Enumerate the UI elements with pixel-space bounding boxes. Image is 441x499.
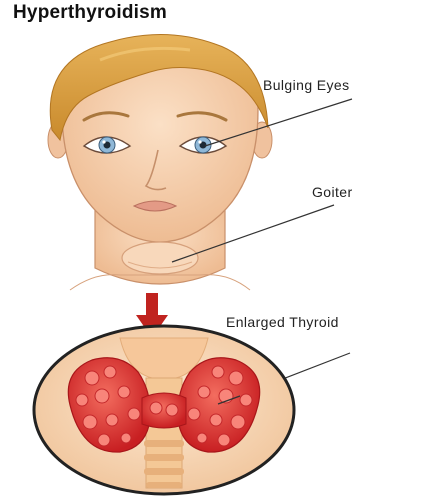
bulging-eyes-label: Bulging Eyes — [263, 77, 350, 93]
enlarged-thyroid-label: Enlarged Thyroid — [226, 314, 339, 330]
face-illustration — [48, 34, 272, 290]
thyroid-isthmus — [142, 393, 186, 428]
goiter-label: Goiter — [312, 184, 353, 200]
thyroid-illustration — [34, 326, 294, 494]
goiter-swelling — [122, 242, 198, 274]
